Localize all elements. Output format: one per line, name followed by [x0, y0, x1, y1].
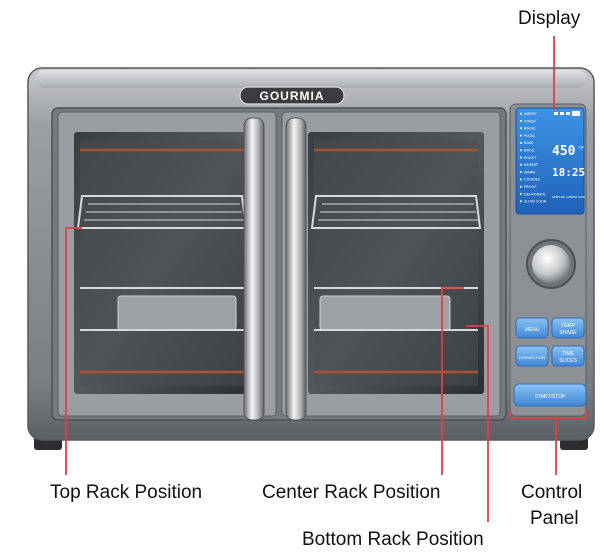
time-slices-button[interactable]: TIME SLICES — [551, 345, 585, 367]
top-rack — [76, 195, 482, 229]
right-door-handle[interactable] — [285, 117, 307, 421]
brand-badge — [239, 86, 345, 105]
lcd-menu-item: PIZZA — [524, 134, 535, 138]
lcd-menu-item: WARM — [524, 170, 535, 174]
lcd-menu-dot — [520, 163, 522, 166]
control-panel-label-line2: Panel — [530, 508, 579, 529]
lcd-menu-list: AIRFRY TOAST BAGEL PIZZA BAKE BROIL ROAST REHEA… — [520, 112, 547, 204]
lcd-menu-dot — [520, 120, 522, 122]
lcd-menu-item: SLOW COOK — [524, 200, 547, 204]
center-rack-label: Center Rack Position — [262, 482, 441, 503]
left-door-handle[interactable] — [243, 117, 265, 421]
lcd-menu-dot — [520, 127, 522, 130]
lcd-menu-item: ROAST — [524, 156, 537, 160]
lcd-menu-item: PROOF — [524, 185, 536, 189]
top-rack-label: Top Rack Position — [50, 482, 203, 503]
lcd-menu-item: REHEAT — [524, 163, 539, 167]
lcd-menu-dot — [520, 171, 522, 174]
start-stop-button[interactable]: START/STOP — [513, 383, 587, 407]
lcd-menu-item: DEHYDRATE — [524, 192, 546, 196]
lcd-menu-dot — [520, 200, 522, 203]
oven-top — [36, 70, 586, 88]
control-panel-callout-line — [509, 410, 587, 419]
menu-button-label: MENU — [525, 327, 540, 333]
lcd-menu-item: AIRFRY — [524, 112, 537, 116]
time-slices-label-2: SLICES — [559, 358, 577, 364]
lcd-menu-dot — [520, 112, 522, 115]
callout-lines — [65, 36, 587, 522]
lcd-menu-dot — [520, 185, 522, 188]
bottom-rack-callout-line — [466, 325, 489, 522]
temp-shade-label-2: SHADE — [559, 330, 577, 336]
lcd-menu-item: BAKE — [524, 141, 534, 145]
control-panel-label-line1: Control — [521, 482, 583, 503]
lcd-menu-item: BROIL — [524, 149, 535, 153]
convection-button[interactable]: CONVECTION — [515, 345, 549, 367]
bottom-rack-label: Bottom Rack Position — [302, 529, 484, 550]
center-rack-callout-line — [441, 287, 464, 475]
top-rack-callout-line — [65, 227, 82, 475]
lcd-menu-dot — [520, 178, 522, 181]
baking-pan — [117, 295, 237, 331]
menu-button[interactable]: MENU — [515, 317, 549, 339]
lcd-menu-dot — [520, 134, 522, 137]
temp-shade-label-1: TEMP — [561, 323, 576, 329]
lcd-time: 18:25 — [552, 166, 585, 179]
display-label: Display — [518, 8, 581, 29]
lcd-menu-dot — [520, 141, 522, 144]
lcd-temperature: 450 — [552, 144, 576, 159]
lcd-temp-unit: °F — [578, 146, 584, 152]
lcd-menu-dot — [520, 156, 522, 159]
convection-button-label: CONVECTION — [519, 355, 546, 360]
brand-logo: GOURMIA — [260, 89, 325, 103]
lcd-menu-item: COOKIES — [524, 178, 541, 182]
lcd-menu-dot — [520, 149, 522, 152]
temp-shade-button[interactable]: TEMP SHADE — [551, 317, 585, 339]
lcd-menu-item: BAGEL — [524, 127, 536, 131]
lcd-display — [515, 107, 585, 215]
start-stop-button-label: START/STOP — [535, 394, 567, 400]
lcd-menu-item: TOAST — [523, 119, 537, 123]
lcd-menu-dot — [520, 193, 522, 195]
time-slices-label-1: TIME — [562, 351, 575, 357]
lcd-fan-note: AIRFLOW CONVECTION — [552, 195, 585, 199]
